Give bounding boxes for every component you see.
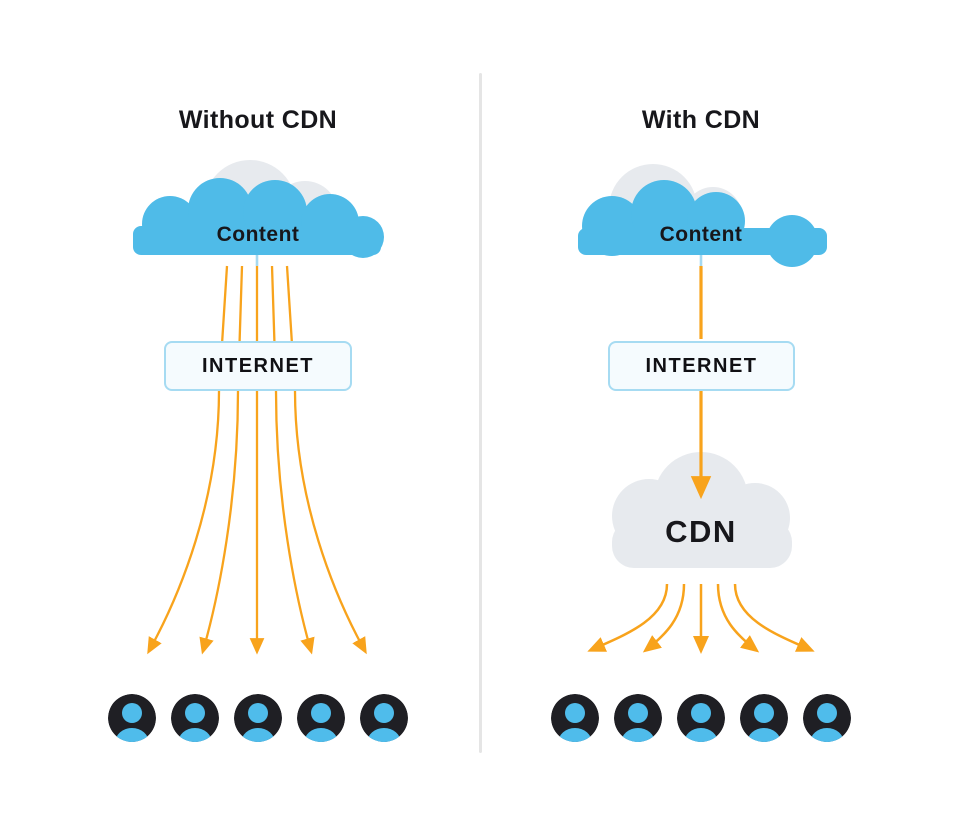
right-stream-arrows bbox=[587, 583, 815, 654]
user-icon bbox=[297, 694, 345, 742]
left-stream-arrows bbox=[147, 265, 367, 655]
panel-divider bbox=[479, 73, 482, 753]
user-icon bbox=[108, 694, 156, 742]
left-users-row bbox=[108, 694, 408, 742]
left-panel-title: Without CDN bbox=[178, 106, 338, 134]
right-content-cloud-label: Content bbox=[659, 223, 743, 246]
right-internet-box: INTERNET bbox=[608, 341, 795, 391]
stream-arrow bbox=[642, 583, 686, 653]
cloud-base bbox=[133, 226, 381, 255]
stream-arrow bbox=[733, 583, 815, 652]
right-users-row bbox=[551, 694, 851, 742]
stream-arrow bbox=[587, 583, 669, 652]
stream-arrow bbox=[716, 583, 760, 653]
cloud-base bbox=[578, 228, 827, 255]
right-internet-box-label: INTERNET bbox=[645, 354, 758, 377]
stream-arrow bbox=[285, 265, 367, 655]
user-icon bbox=[677, 694, 725, 742]
stream-arrow bbox=[270, 265, 315, 655]
cdn-cloud-label: CDN bbox=[665, 514, 737, 549]
left-content-cloud bbox=[133, 160, 384, 258]
user-icon bbox=[614, 694, 662, 742]
stream-arrow bbox=[199, 265, 244, 655]
left-content-cloud-label: Content bbox=[216, 223, 300, 246]
user-icon bbox=[360, 694, 408, 742]
left-internet-box: INTERNET bbox=[164, 341, 352, 391]
user-icon bbox=[803, 694, 851, 742]
user-icon bbox=[551, 694, 599, 742]
cloud-base bbox=[612, 520, 792, 568]
user-icon bbox=[171, 694, 219, 742]
left-internet-box-label: INTERNET bbox=[202, 354, 314, 377]
user-icon bbox=[234, 694, 282, 742]
stream-arrow bbox=[147, 265, 229, 655]
right-panel-title: With CDN bbox=[641, 106, 761, 134]
user-icon bbox=[740, 694, 788, 742]
right-content-cloud bbox=[578, 164, 827, 267]
